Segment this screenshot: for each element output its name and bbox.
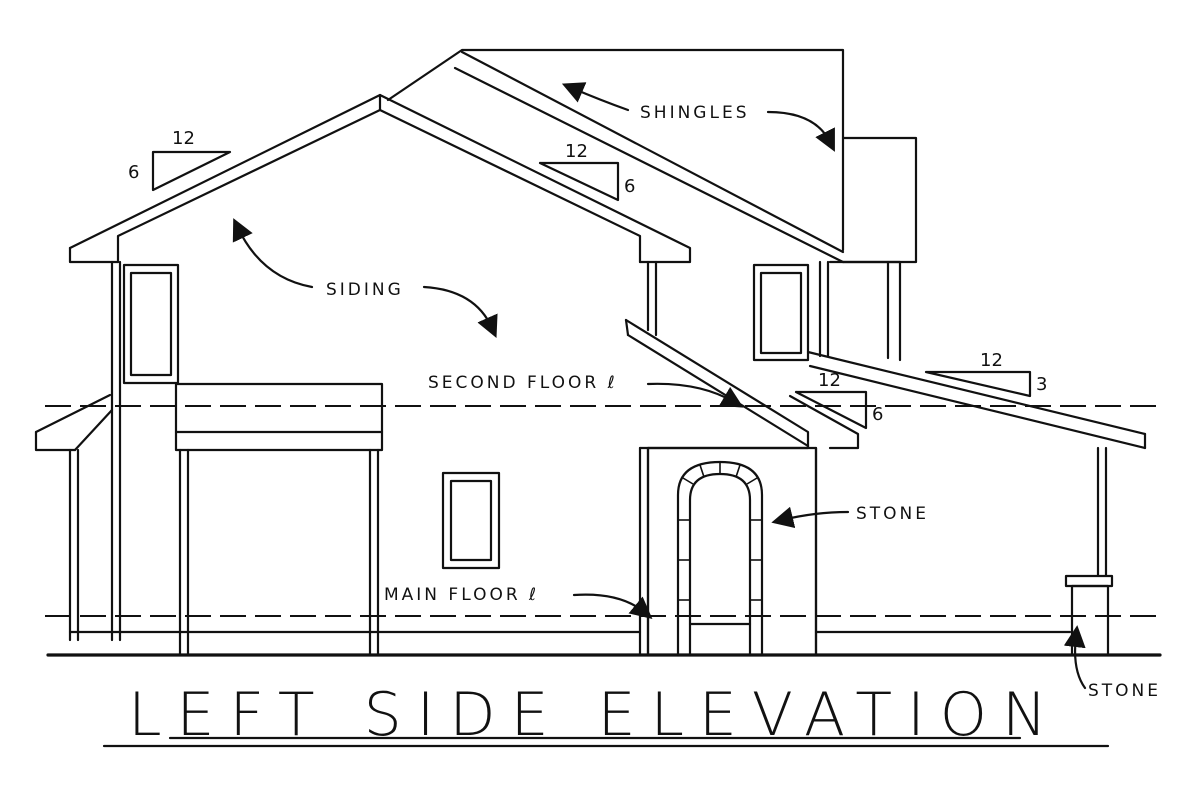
second-floor-label: SECOND FLOOR ℓ bbox=[428, 373, 618, 393]
main-gable-roof bbox=[68, 93, 692, 264]
right-dormer-box bbox=[841, 136, 918, 264]
stone-pier-label: STONE bbox=[1088, 681, 1161, 701]
shingles-label: SHINGLES bbox=[640, 103, 749, 123]
right-dormer-wall bbox=[828, 260, 902, 362]
upper-right-window-sash bbox=[759, 271, 803, 355]
pitch-run-label: 12 bbox=[818, 370, 841, 391]
pitch-run-label: 12 bbox=[565, 141, 588, 162]
left-porch-roof-inner bbox=[73, 408, 114, 452]
main-floor-arrow bbox=[572, 593, 653, 620]
pitch-rise-label: 3 bbox=[1036, 374, 1047, 395]
pitch-run-label: 12 bbox=[980, 350, 1003, 371]
drawing-title: LEFT SIDE ELEVATION bbox=[128, 680, 1062, 750]
stone-pier bbox=[1070, 584, 1110, 657]
pitch-mark-porch-roof: 12 3 bbox=[924, 350, 1047, 398]
siding-arrow-right bbox=[422, 285, 498, 339]
main-floor-window-frame bbox=[441, 471, 501, 570]
pitch-mark-entry-roof: 12 6 bbox=[794, 370, 883, 430]
upper-left-window-sash bbox=[129, 271, 173, 377]
pitch-run-label: 12 bbox=[172, 128, 195, 149]
stone-entry-arrow bbox=[771, 506, 850, 529]
rear-roof-outline bbox=[386, 48, 845, 252]
upper-right-window-frame bbox=[752, 263, 810, 362]
stone-pier-cap bbox=[1064, 574, 1114, 588]
arch-stone-joints bbox=[678, 462, 762, 601]
pitch-mark-main-roof: 12 6 bbox=[538, 141, 635, 202]
porch-roof-top bbox=[806, 350, 1147, 436]
siding-label: SIDING bbox=[326, 280, 404, 300]
stone-entry-label: STONE bbox=[856, 504, 929, 524]
rear-roof-fascia bbox=[453, 66, 845, 264]
upper-left-window-frame bbox=[122, 263, 180, 385]
rear-roof-ridge bbox=[460, 50, 845, 254]
pitch-rise-label: 6 bbox=[128, 162, 139, 183]
shingles-arrow-right bbox=[766, 110, 835, 152]
siding-arrow-left bbox=[232, 218, 314, 289]
pitch-rise-label: 6 bbox=[624, 176, 635, 197]
entry-roof-under bbox=[626, 333, 810, 448]
pitch-mark-left-gable: 12 6 bbox=[128, 128, 232, 192]
entry-roof-end bbox=[624, 318, 630, 337]
left-porch-roof bbox=[34, 393, 112, 434]
porch-canopy bbox=[174, 382, 384, 452]
stone-pier-arrow bbox=[1063, 625, 1087, 690]
shingles-arrow-left bbox=[561, 82, 630, 112]
porch-roof-bottom bbox=[808, 364, 1147, 450]
main-gable-left-eave bbox=[68, 246, 120, 264]
main-floor-window-sash bbox=[449, 479, 493, 562]
entry-arch-inner bbox=[688, 472, 752, 657]
side-roof-12-6 bbox=[788, 394, 860, 450]
second-floor-arrow bbox=[646, 382, 744, 408]
main-floor-label: MAIN FLOOR ℓ bbox=[384, 585, 539, 605]
left-porch-eave bbox=[34, 430, 77, 452]
pitch-rise-label: 6 bbox=[872, 404, 883, 425]
